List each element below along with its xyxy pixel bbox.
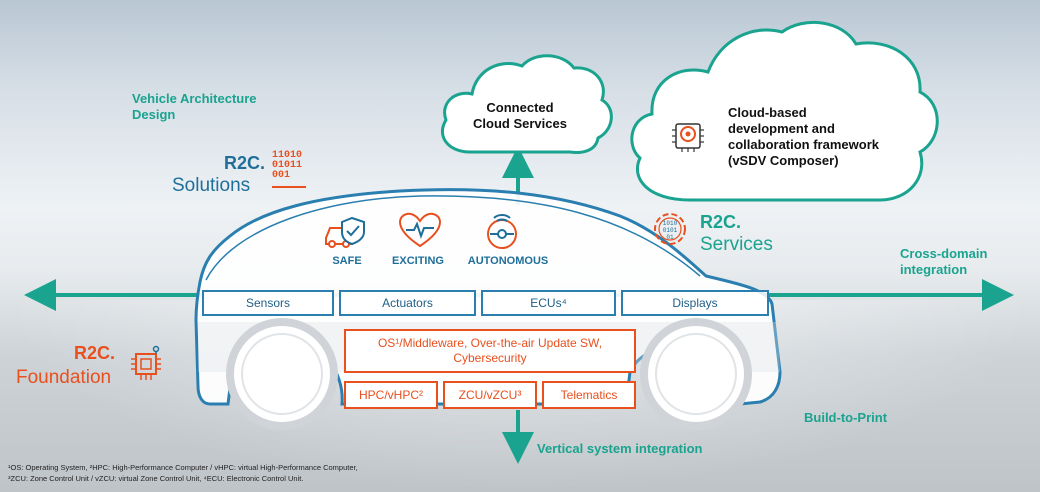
- vertical-integration-label: Vertical system integration: [537, 441, 703, 456]
- build-to-print-label: Build-to-Print: [804, 410, 888, 425]
- hardware-box-telematics[interactable]: Telematics: [542, 381, 636, 409]
- cross-domain-label: Cross-domain integration: [900, 246, 988, 277]
- framework-cloud-shape: [630, 20, 939, 202]
- car-roofline: [205, 195, 701, 281]
- svg-text:0101: 0101: [663, 227, 678, 234]
- foundation-brand: R2C.: [74, 343, 116, 363]
- software-box[interactable]: OS¹/Middleware, Over-the-air Update SW, …: [344, 329, 636, 373]
- gear-binary-icon: 1010 0101 01: [654, 213, 686, 245]
- svg-text:1010: 1010: [663, 220, 678, 227]
- feature-autonomous: AUTONOMOUS: [467, 255, 549, 267]
- foundation-name: Foundation: [16, 367, 112, 388]
- footnote-line-2: ³ZCU: Zone Control Unit / vZCU: virtual …: [8, 474, 304, 483]
- chip-gear-icon: [672, 123, 704, 152]
- footnote-line-1: ¹OS: Operating System, ²HPC: High-Perfor…: [8, 463, 358, 472]
- layer-box-actuators[interactable]: Actuators: [339, 290, 476, 316]
- services-brand: R2C.: [700, 212, 742, 232]
- framework-cloud-label[interactable]: Cloud-based development and collaboratio…: [728, 105, 879, 168]
- hardware-box-zcu[interactable]: ZCU/vZCU³: [443, 381, 537, 409]
- car-shield-icon: [325, 216, 365, 248]
- connected-cloud-label[interactable]: Connected Cloud Services: [473, 100, 567, 131]
- heart-pulse-icon: [398, 212, 442, 248]
- vehicle-architecture-label: Vehicle Architecture Design: [132, 91, 257, 122]
- feature-exciting: EXCITING: [392, 255, 444, 267]
- autonomous-steering-icon: [487, 214, 517, 249]
- layer-box-sensors[interactable]: Sensors: [202, 290, 334, 316]
- solutions-brand: R2C.: [224, 153, 266, 173]
- layer-box-displays[interactable]: Displays: [621, 290, 769, 316]
- binary-icon: 11010 01011 001: [272, 150, 303, 181]
- layer-box-ecus[interactable]: ECUs⁴: [481, 290, 616, 316]
- connected-cloud-shape: [440, 54, 613, 154]
- solutions-name: Solutions: [172, 175, 251, 196]
- services-name: Services: [700, 234, 773, 255]
- hardware-box-hpc[interactable]: HPC/vHPC²: [344, 381, 438, 409]
- feature-safe: SAFE: [332, 255, 362, 267]
- svg-text:01: 01: [666, 234, 674, 241]
- binary-underline: [272, 186, 306, 188]
- chip-icon: [131, 345, 161, 380]
